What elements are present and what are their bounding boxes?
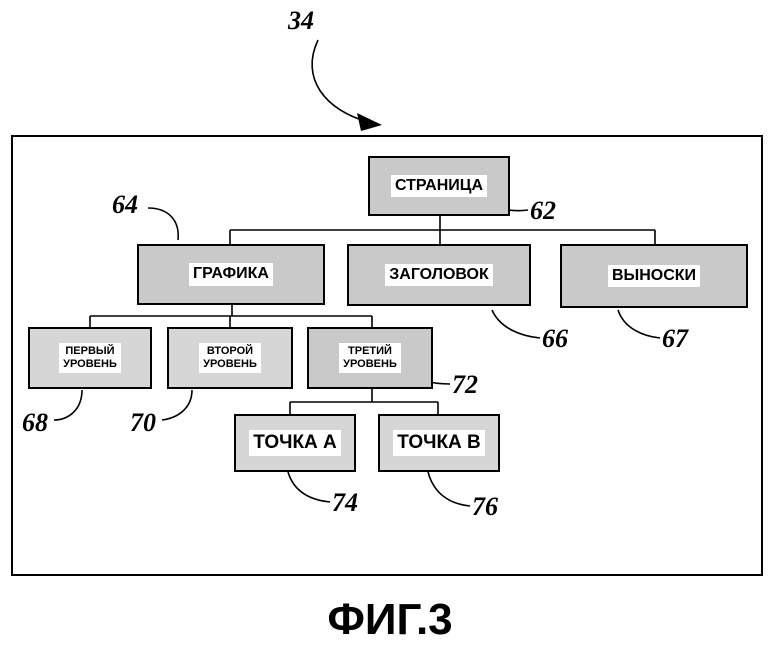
node-heading-label: ЗАГОЛОВОК — [385, 263, 493, 287]
ref-62: 62 — [530, 196, 556, 225]
leader-68 — [53, 389, 83, 421]
figure-caption: ФИГ.3 — [327, 595, 453, 644]
node-point-a-label: ТОЧКА А — [249, 430, 341, 456]
leader-66 — [491, 309, 541, 339]
ref-64: 64 — [112, 190, 138, 219]
leader-34 — [311, 39, 369, 123]
node-point-b-label: ТОЧКА В — [393, 430, 485, 456]
arrowhead-34 — [357, 113, 382, 131]
leader-64 — [147, 207, 179, 241]
node-heading: ЗАГОЛОВОК — [347, 244, 531, 306]
ref-76: 76 — [472, 492, 498, 521]
leader-74 — [287, 471, 331, 503]
connector-page-to-level2 — [229, 216, 656, 244]
node-page-label: СТРАНИЦА — [390, 174, 488, 198]
node-point-a: ТОЧКА А — [234, 414, 356, 472]
connector-graphics-to-level3 — [89, 305, 373, 327]
node-graphics: ГРАФИКА — [137, 244, 325, 305]
leader-76 — [427, 471, 471, 507]
leader-70 — [161, 389, 193, 421]
ref-68: 68 — [22, 408, 48, 437]
ref-74: 74 — [332, 488, 358, 517]
ref-66: 66 — [542, 324, 568, 353]
ref-72: 72 — [452, 370, 478, 399]
node-page: СТРАНИЦА — [368, 156, 510, 216]
node-point-b: ТОЧКА В — [378, 414, 500, 472]
leader-67 — [617, 309, 661, 339]
diagram-frame — [11, 135, 763, 576]
ref-34: 34 — [288, 6, 314, 35]
node-callouts: ВЫНОСКИ — [560, 244, 748, 308]
node-callouts-label: ВЫНОСКИ — [607, 264, 701, 288]
ref-67: 67 — [662, 324, 688, 353]
connector-level3-to-points — [289, 388, 439, 414]
node-graphics-label: ГРАФИКА — [189, 263, 273, 286]
ref-70: 70 — [130, 408, 156, 437]
